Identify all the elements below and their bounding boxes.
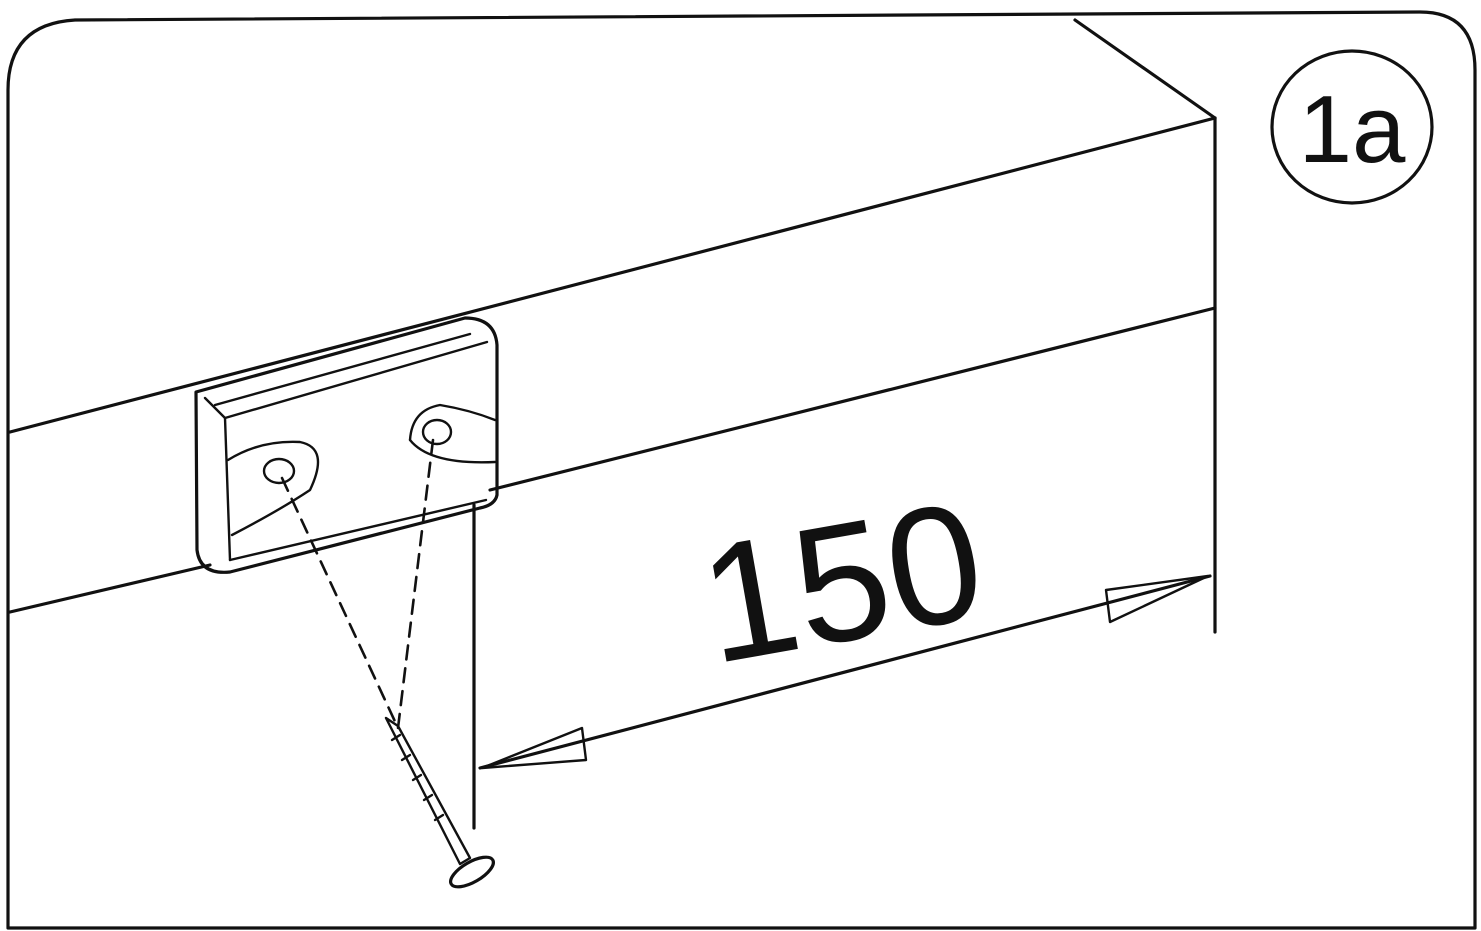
panel-frame [6, 10, 1477, 930]
step-badge: 1a [1270, 49, 1434, 205]
screw-icon [384, 716, 495, 889]
dimension-line [478, 574, 1212, 770]
dimension-value: 150 [688, 465, 997, 699]
screw-guide-lines [280, 438, 435, 730]
mounting-bracket-icon [194, 316, 499, 574]
step-label: 1a [1299, 76, 1406, 183]
rail-beam [8, 18, 1217, 634]
